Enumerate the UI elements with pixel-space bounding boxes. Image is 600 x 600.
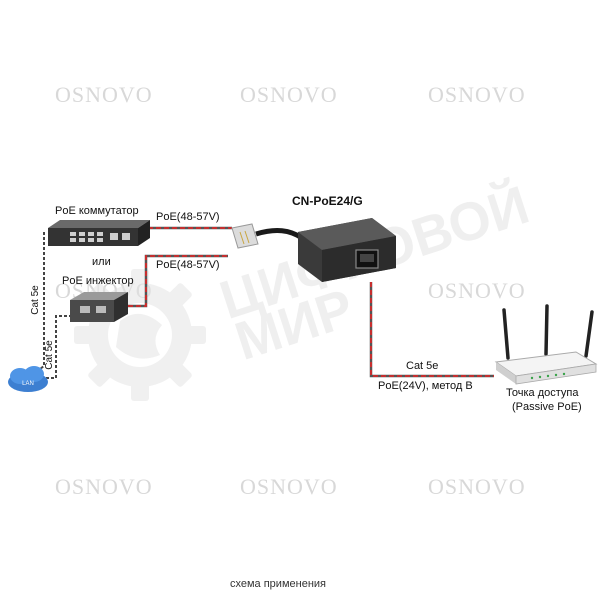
ap-label-line2: (Passive PoE)	[512, 401, 582, 413]
cable-converter-to-ap-power	[370, 282, 494, 377]
watermark-osnovo: OSNOVO	[428, 82, 526, 107]
converter-cable	[255, 228, 304, 241]
input-bottom-label: PoE(48-57V)	[156, 259, 220, 271]
lan-label: LAN	[22, 381, 34, 387]
diagram-caption: схема применения	[230, 578, 326, 590]
watermark-osnovo: OSNOVO	[240, 82, 338, 107]
gear-icon	[74, 269, 206, 401]
lan-cloud-icon: LAN	[8, 366, 48, 392]
watermark-osnovo: OSNOVO	[240, 474, 338, 499]
cable-injector-to-converter-power	[128, 255, 228, 307]
ethernet-port-icon	[355, 249, 379, 269]
cable-lan-to-injector	[46, 315, 72, 379]
rj45-plug-icon	[231, 223, 259, 249]
cat5e-left-label: Cat 5e	[30, 285, 41, 315]
injector-label: PoE инжектор	[62, 275, 134, 287]
converter-device	[231, 218, 396, 282]
poe-injector-device	[70, 292, 128, 322]
or-label: или	[92, 256, 111, 268]
converter-title: CN-PoE24/G	[292, 194, 363, 208]
ap-label-line1: Точка доступа	[506, 387, 579, 399]
poe-switch-device	[48, 220, 150, 246]
watermark-osnovo: OSNOVO	[428, 474, 526, 499]
input-top-label: PoE(48-57V)	[156, 211, 220, 223]
watermark-osnovo: OSNOVO	[55, 82, 153, 107]
cat5e-injector-label: Cat 5e	[44, 340, 55, 370]
watermark-osnovo: OSNOVO	[428, 278, 526, 303]
switch-label: PoE коммутатор	[55, 205, 139, 217]
output-label: PoE(24V), метод B	[378, 380, 473, 392]
access-point-device	[494, 304, 598, 385]
cat5e-output-label: Cat 5e	[406, 360, 439, 372]
watermark-osnovo: OSNOVO	[55, 474, 153, 499]
